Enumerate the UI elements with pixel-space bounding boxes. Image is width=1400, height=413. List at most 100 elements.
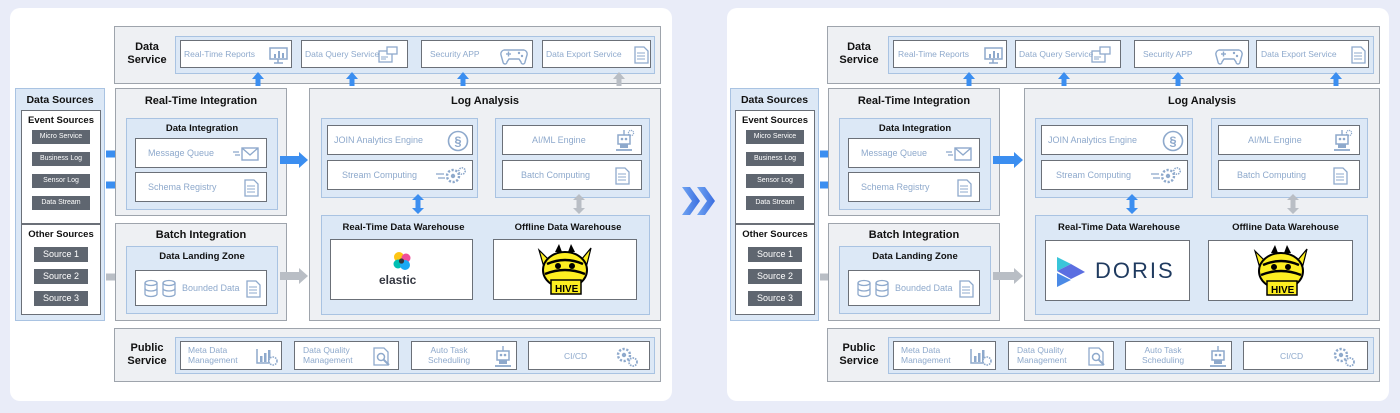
stream-computing-box: Stream Computing <box>327 160 473 190</box>
svg-text:§: § <box>1169 134 1176 149</box>
bounded-data-label: Bounded Data <box>895 283 953 293</box>
monitor-chart-icon <box>984 47 1003 64</box>
doris-logo-text: DORIS <box>1095 258 1175 283</box>
chart-gear-icon <box>256 349 278 366</box>
event-sources-title: Event Sources <box>742 115 808 126</box>
up-arrow <box>252 72 264 86</box>
up-arrow <box>613 72 625 86</box>
realtime-reports-label: Real-Time Reports <box>184 49 256 59</box>
bounded-data-box: Bounded Data <box>848 270 980 306</box>
other-source-chip: Source 1 <box>34 247 88 262</box>
stream-computing-label: Stream Computing <box>342 170 418 180</box>
data-integration-title: Data Integration <box>165 123 239 134</box>
envelope-icon <box>946 147 972 161</box>
batch-computing-label: Batch Computing <box>1237 170 1307 180</box>
stream-computing-label: Stream Computing <box>1056 170 1132 180</box>
document-icon <box>615 167 630 185</box>
up-arrow <box>1172 72 1184 86</box>
ai-ml-engine-label: AI/ML Engine <box>1248 135 1302 145</box>
message-queue-box: Message Queue <box>135 138 267 168</box>
gears-icon <box>1151 166 1181 184</box>
batch-computing-box: Batch Computing <box>1218 160 1360 190</box>
message-queue-label: Message Queue <box>861 148 928 158</box>
elastic-logo-text: elastic <box>379 273 417 287</box>
data-landing-zone-title: Data Landing Zone <box>872 251 958 262</box>
event-source-chip: Business Log <box>746 152 804 166</box>
other-sources-title: Other Sources <box>28 229 94 240</box>
bidirectional-arrow <box>1126 194 1138 214</box>
data-landing-zone-title: Data Landing Zone <box>159 251 245 262</box>
section-icon: § <box>1162 130 1184 152</box>
ai-ml-engine-box: AI/ML Engine <box>1218 125 1360 155</box>
bounded-data-label: Bounded Data <box>182 283 240 293</box>
chart-gear-icon <box>970 349 992 366</box>
security-app-label: Security APP <box>430 49 480 59</box>
data-sources-title: Data Sources <box>26 94 94 106</box>
bidirectional-arrow <box>1287 194 1299 214</box>
event-source-chip: Data Stream <box>746 196 804 210</box>
realtime-reports-box: Real-Time Reports <box>180 40 292 68</box>
robot-icon <box>495 346 511 367</box>
right-arrow <box>993 268 1023 284</box>
document-icon <box>959 280 974 298</box>
hive-bee-logo-icon <box>537 244 592 295</box>
data-query-service-box: Data Query Service <box>1015 40 1121 68</box>
svg-text:§: § <box>454 134 461 149</box>
elastic-logo-icon <box>393 252 411 270</box>
other-source-chip: Source 2 <box>748 269 802 284</box>
doris-logo-icon <box>1057 257 1085 287</box>
up-arrow <box>963 72 975 86</box>
data-query-service-label: Data Query Service <box>305 49 380 59</box>
up-arrow <box>1330 72 1342 86</box>
document-icon <box>1351 46 1366 64</box>
stream-computing-box: Stream Computing <box>1041 160 1188 190</box>
up-arrow <box>1058 72 1070 86</box>
document-icon <box>634 46 649 64</box>
event-source-chip: Data Stream <box>32 196 90 210</box>
section-icon: § <box>447 130 469 152</box>
log-analysis-title: Log Analysis <box>450 95 520 107</box>
realtime-reports-label: Real-Time Reports <box>898 49 970 59</box>
offline-warehouse-logo-box: HIVE <box>493 239 637 300</box>
schema-registry-box: Schema Registry <box>135 172 267 202</box>
schema-registry-label: Schema Registry <box>861 182 930 192</box>
realtime-warehouse-logo-box: elastic <box>330 239 473 300</box>
batch-integration-title: Batch Integration <box>155 229 247 241</box>
ci-cd-label: CI/CD <box>1280 351 1304 361</box>
security-app-box: Security APP <box>421 40 533 68</box>
query-window-icon <box>378 46 398 63</box>
database-icon <box>857 279 889 298</box>
document-icon <box>1333 167 1348 185</box>
hive-logo-text: HIVE <box>555 284 579 295</box>
gears-icon <box>436 166 466 184</box>
other-sources-title: Other Sources <box>742 229 808 240</box>
event-source-chip: Micro Service <box>32 130 90 144</box>
query-window-icon <box>1091 46 1111 63</box>
envelope-icon <box>233 147 259 161</box>
right-arrow <box>280 152 308 168</box>
search-document-icon <box>1088 347 1105 366</box>
message-queue-label: Message Queue <box>148 148 215 158</box>
schema-registry-box: Schema Registry <box>848 172 980 202</box>
data-sources-title: Data Sources <box>740 94 809 106</box>
data-export-service-box: Data Export Service <box>1256 40 1369 68</box>
batch-integration-title: Batch Integration <box>868 229 960 241</box>
realtime-warehouse-title: Real-Time Data Warehouse <box>342 222 465 233</box>
bounded-data-box: Bounded Data <box>135 270 267 306</box>
right-arrow <box>280 268 308 284</box>
up-arrow <box>346 72 358 86</box>
robot-icon <box>616 129 635 151</box>
